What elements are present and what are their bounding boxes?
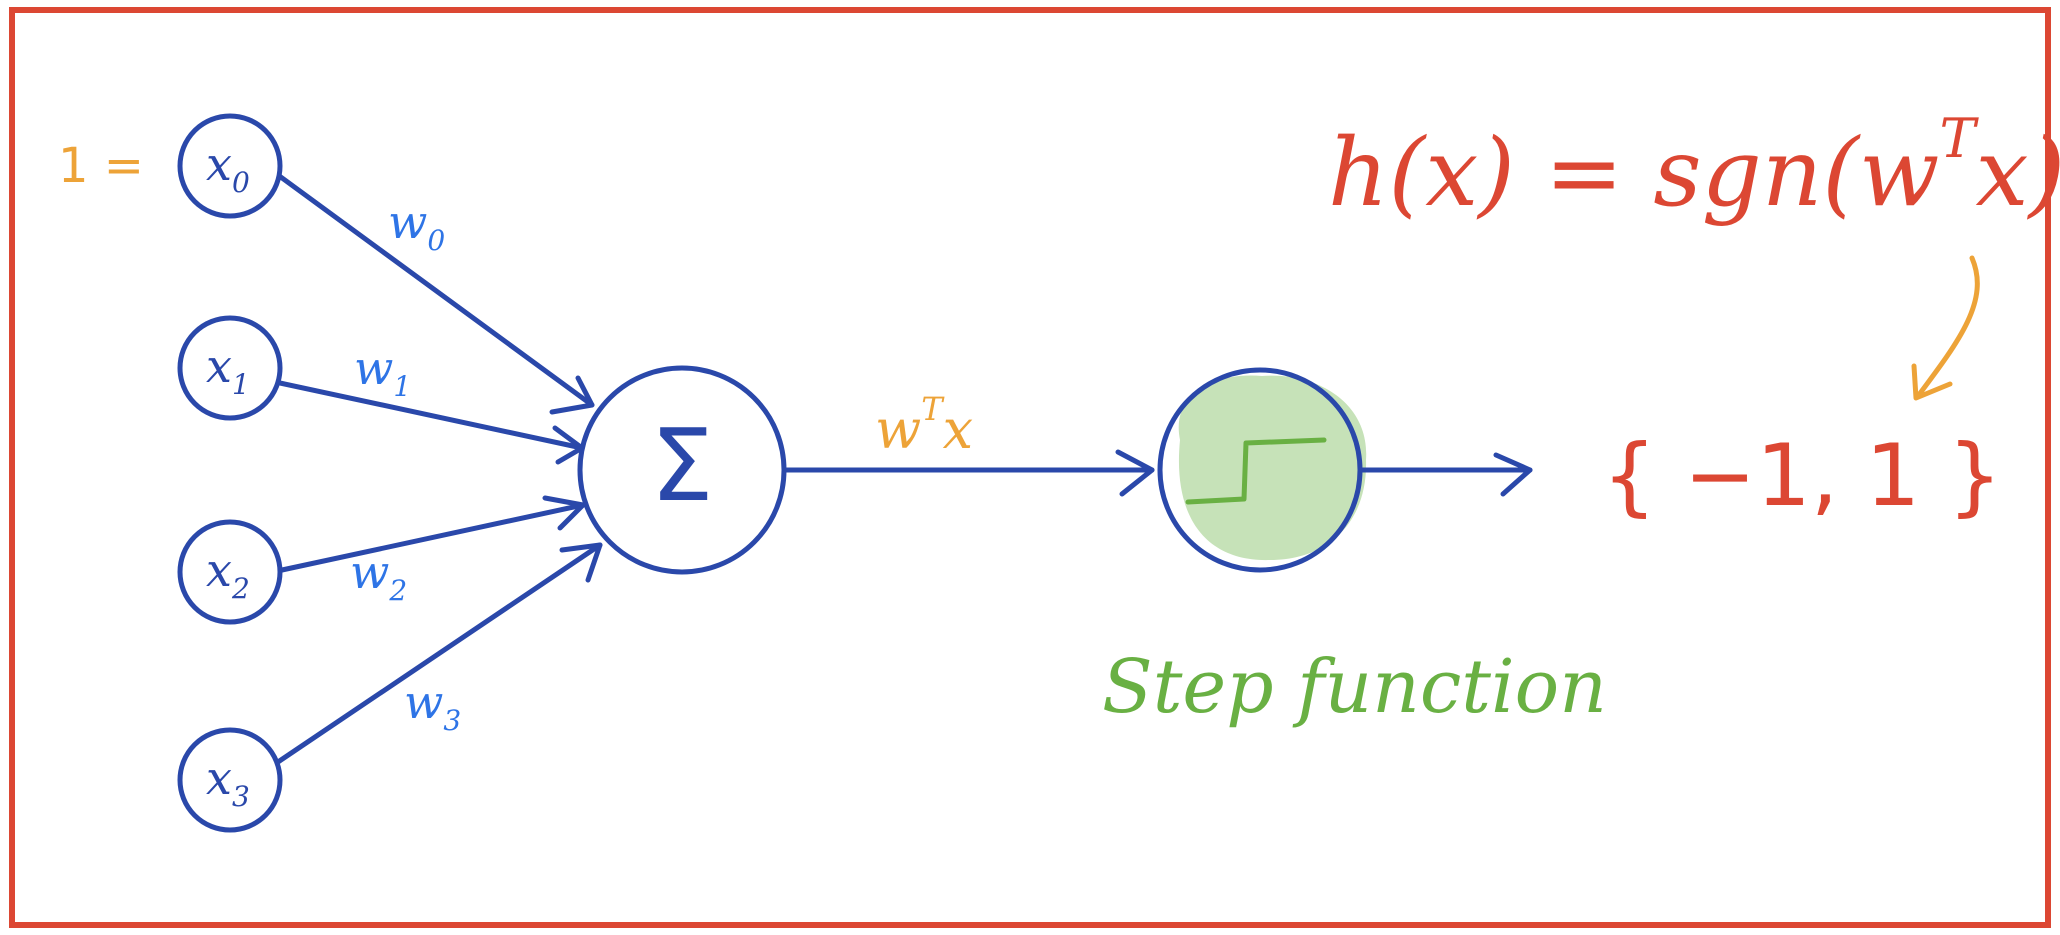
weight-label: w3 bbox=[404, 675, 461, 737]
edge-x1 bbox=[277, 380, 585, 451]
weight-label: w0 bbox=[388, 195, 445, 257]
arrow-icon bbox=[1911, 363, 1953, 401]
arrow-icon bbox=[559, 542, 603, 583]
input-edges bbox=[275, 172, 603, 765]
arrow-icon bbox=[1115, 449, 1155, 497]
activation-input-label: wTx bbox=[875, 390, 973, 461]
input-label: x2 bbox=[206, 543, 250, 605]
step-node-fill bbox=[1178, 375, 1367, 561]
edge-x3 bbox=[275, 542, 603, 765]
arrow-icon bbox=[549, 375, 595, 415]
edge-x2 bbox=[279, 502, 586, 573]
arrowheads bbox=[542, 375, 603, 583]
sum-symbol: Σ bbox=[650, 407, 713, 524]
step-function-label: Step function bbox=[1102, 644, 1607, 730]
input-label: x0 bbox=[206, 137, 250, 199]
input-node-x3 bbox=[177, 727, 283, 833]
weight-label: w1 bbox=[354, 341, 411, 403]
input-node-x2 bbox=[177, 519, 283, 625]
step-function-icon bbox=[1185, 437, 1327, 505]
input-nodes bbox=[177, 113, 283, 833]
curved-arrow-icon bbox=[1915, 255, 1980, 399]
input-label: x3 bbox=[206, 751, 250, 813]
arrow-icon bbox=[1493, 452, 1533, 497]
formula: h(x) = sgn(wTx) bbox=[1328, 107, 2060, 228]
output-set: { −1, 1 } bbox=[1602, 426, 2002, 526]
weight-label: w2 bbox=[350, 545, 407, 607]
diagram-frame bbox=[9, 7, 2051, 928]
input-node-x0 bbox=[177, 113, 283, 219]
input-label: x1 bbox=[206, 339, 250, 401]
arrow-icon bbox=[542, 495, 586, 531]
bias-label: 1 = bbox=[58, 138, 144, 194]
edge-x0 bbox=[275, 172, 595, 408]
input-node-x1 bbox=[177, 315, 283, 421]
